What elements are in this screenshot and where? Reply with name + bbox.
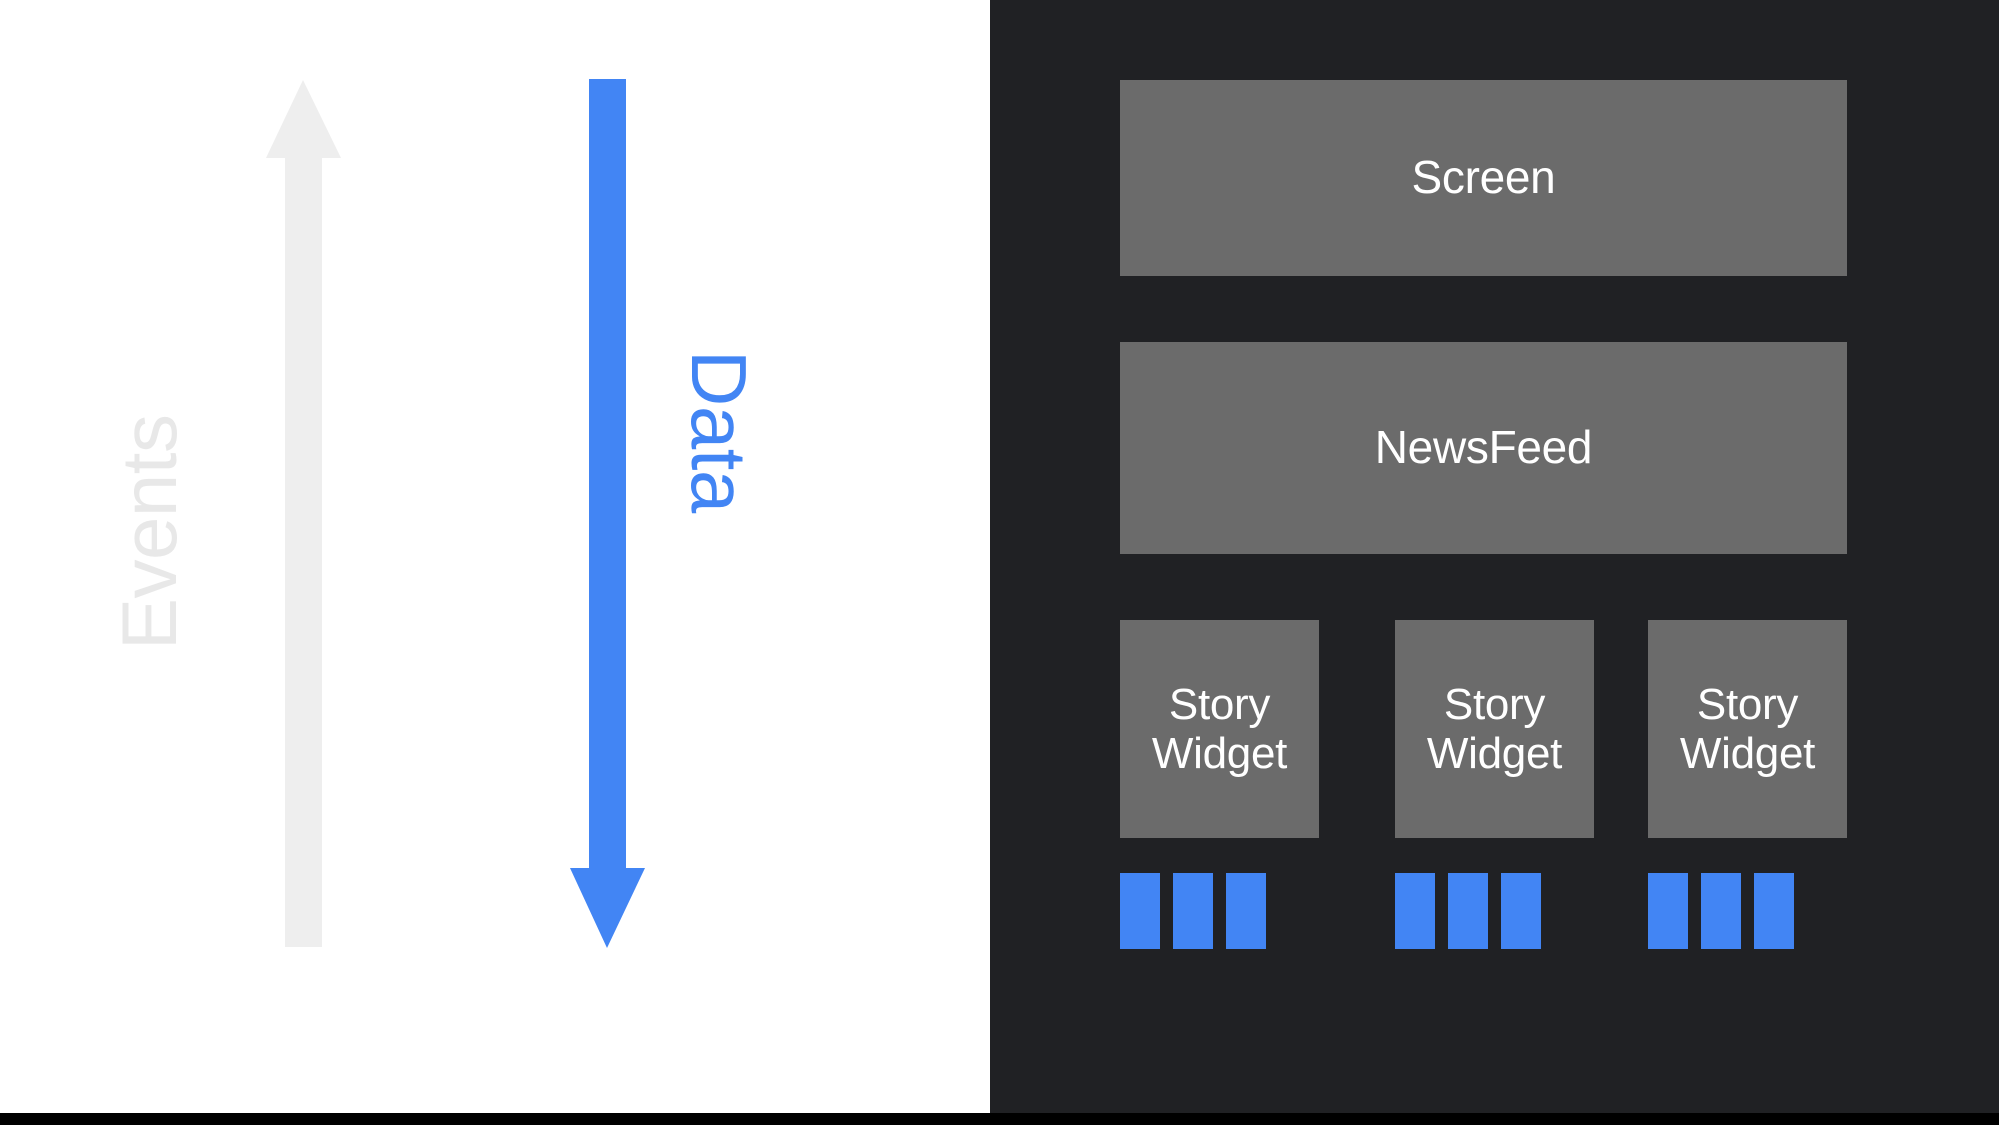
story-widget-bar-row	[1648, 873, 1847, 949]
story-bar[interactable]	[1501, 873, 1541, 949]
newsfeed-box[interactable]: NewsFeed	[1120, 342, 1847, 554]
story-widget-column: Story Widget	[1648, 620, 1847, 949]
story-bar[interactable]	[1754, 873, 1794, 949]
story-bar[interactable]	[1448, 873, 1488, 949]
story-widget-bar-row	[1395, 873, 1594, 949]
story-bar[interactable]	[1395, 873, 1435, 949]
story-bar[interactable]	[1648, 873, 1688, 949]
events-flow-label: Events	[105, 414, 193, 650]
story-widget-column: Story Widget	[1395, 620, 1594, 949]
story-widget-box[interactable]: Story Widget	[1648, 620, 1847, 838]
story-bar[interactable]	[1226, 873, 1266, 949]
screen-box-label: Screen	[1411, 151, 1556, 204]
events-arrow-icon	[266, 80, 341, 947]
data-arrow-icon	[570, 79, 645, 948]
story-widget-bar-row	[1120, 873, 1319, 949]
story-widget-label: Story Widget	[1679, 679, 1816, 778]
story-widget-column: Story Widget	[1120, 620, 1319, 949]
screen-box[interactable]: Screen	[1120, 80, 1847, 276]
data-flow-label: Data	[675, 350, 763, 513]
newsfeed-box-label: NewsFeed	[1374, 421, 1593, 474]
story-bar[interactable]	[1701, 873, 1741, 949]
flow-panel: Events Data	[0, 0, 990, 1113]
architecture-panel: Screen NewsFeed Story Widget Story Widge…	[990, 0, 1999, 1113]
bottom-strip	[0, 1113, 1999, 1125]
flow-arrows-svg	[266, 79, 645, 948]
story-bar[interactable]	[1173, 873, 1213, 949]
story-widget-label: Story Widget	[1426, 679, 1563, 778]
story-widget-box[interactable]: Story Widget	[1395, 620, 1594, 838]
story-widget-label: Story Widget	[1151, 679, 1288, 778]
story-widget-box[interactable]: Story Widget	[1120, 620, 1319, 838]
story-bar[interactable]	[1120, 873, 1160, 949]
